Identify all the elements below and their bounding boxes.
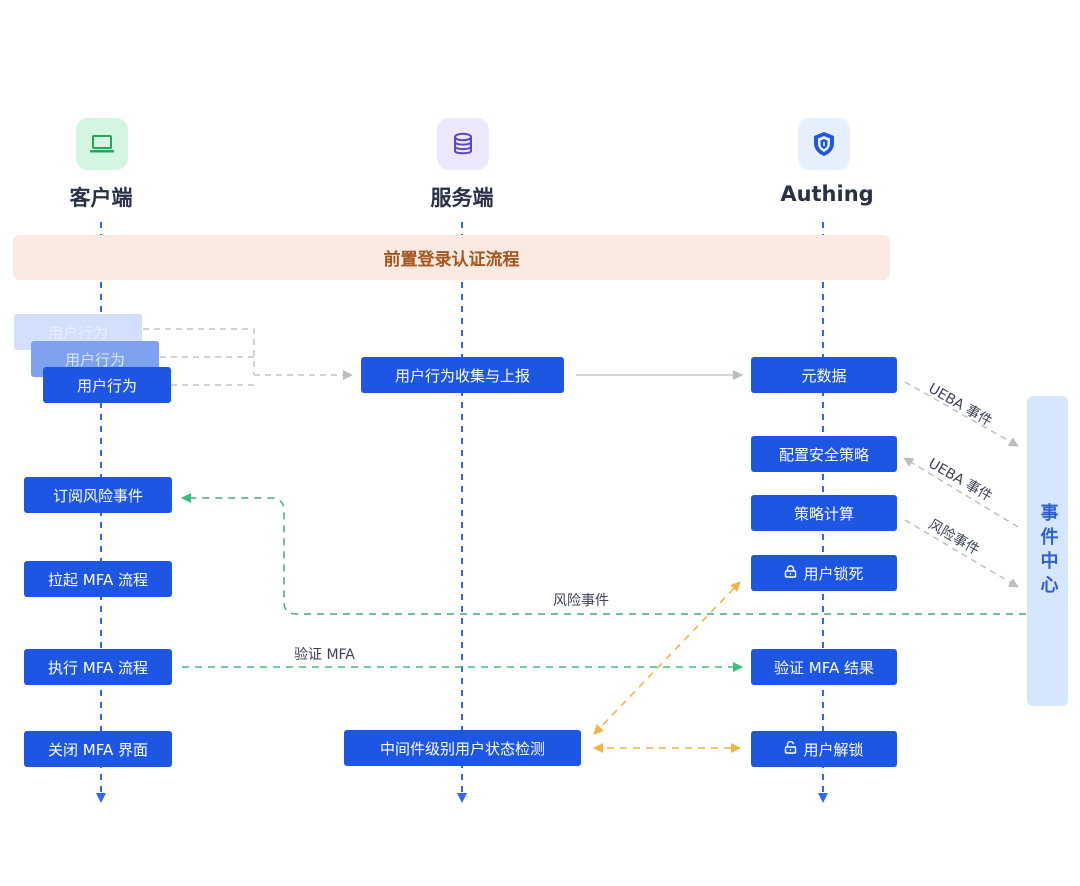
metadata-box[interactable]: 元数据 bbox=[751, 357, 897, 393]
banner-label: 前置登录认证流程 bbox=[383, 250, 520, 270]
collect-report-box[interactable]: 用户行为收集与上报 bbox=[361, 357, 564, 393]
event-center-panel[interactable]: 事件中心 bbox=[1027, 396, 1068, 706]
event-center-to-policy-arrow bbox=[903, 457, 1019, 528]
middleware-status-check-box[interactable]: 中间件级别用户状态检测 bbox=[344, 730, 581, 766]
launch-mfa-flow-box[interactable]: 拉起 MFA 流程 bbox=[24, 561, 172, 597]
subscribe-risk-event-box[interactable]: 订阅风险事件 bbox=[24, 477, 172, 513]
column-title-server: 服务端 bbox=[430, 186, 494, 210]
risk-event-connector bbox=[181, 493, 1026, 615]
authing-icon-tile bbox=[798, 118, 850, 170]
database-icon bbox=[454, 132, 472, 155]
pre-login-auth-banner: 前置登录认证流程 bbox=[13, 235, 890, 280]
execute-mfa-flow-box[interactable]: 执行 MFA 流程 bbox=[24, 649, 172, 685]
column-title-client: 客户端 bbox=[69, 186, 133, 210]
risk-event-label: 风险事件 bbox=[553, 593, 609, 609]
unlock-icon bbox=[784, 740, 797, 758]
client-icon-tile bbox=[76, 118, 128, 170]
user-unlock-label: 用户解锁 bbox=[803, 740, 864, 759]
config-security-policy-box[interactable]: 配置安全策略 bbox=[751, 436, 897, 472]
user-unlock-box[interactable]: 用户解锁 bbox=[751, 731, 897, 767]
verify-mfa-result-box[interactable]: 验证 MFA 结果 bbox=[751, 649, 897, 685]
user-lock-box[interactable]: 用户锁死 bbox=[751, 555, 897, 591]
user-behavior-box[interactable]: 用户行为 bbox=[43, 367, 171, 403]
policy-calc-box[interactable]: 策略计算 bbox=[751, 495, 897, 531]
behavior-merge-connector bbox=[143, 328, 255, 386]
lock-icon bbox=[784, 564, 797, 582]
server-icon-tile bbox=[437, 118, 489, 170]
column-title-authing: Authing bbox=[780, 182, 874, 206]
verify-mfa-label: 验证 MFA bbox=[294, 647, 355, 663]
close-mfa-ui-box[interactable]: 关闭 MFA 界面 bbox=[24, 731, 172, 767]
event-center-label: 事件中心 bbox=[1037, 503, 1059, 599]
middleware-lock-arrow bbox=[593, 581, 741, 735]
laptop-icon bbox=[90, 135, 114, 153]
shield-icon bbox=[814, 132, 834, 156]
user-lock-label: 用户锁死 bbox=[803, 564, 864, 583]
